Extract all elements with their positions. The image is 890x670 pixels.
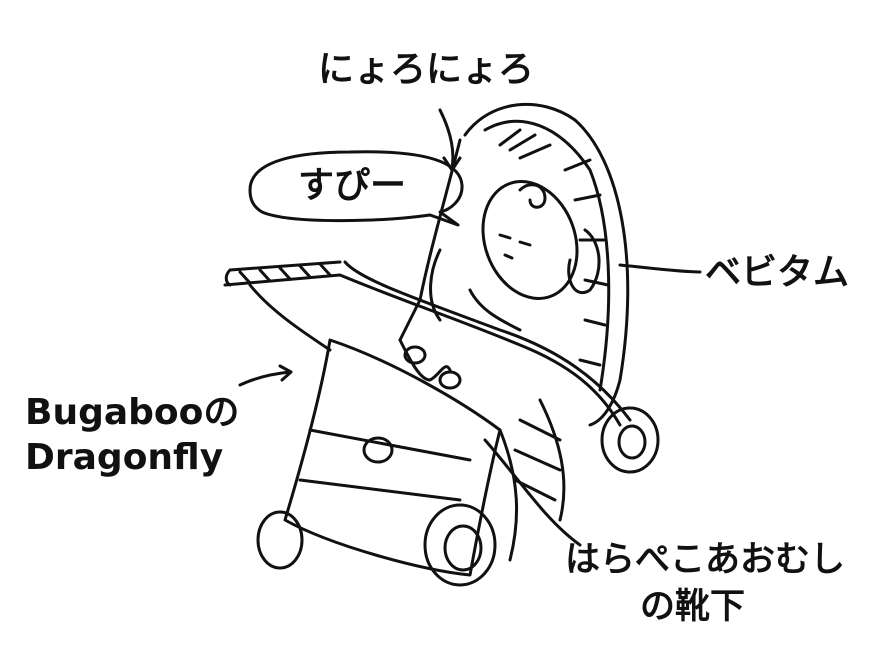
footmuff xyxy=(283,338,502,577)
label-toy: ベビタム xyxy=(705,252,850,293)
label-stroller-line2: Dragonfly xyxy=(25,437,224,478)
canopy xyxy=(463,102,630,427)
label-stroller-line1: Bugabooの xyxy=(25,392,240,433)
label-wriggle: にょろにょろ xyxy=(318,49,535,90)
wheel-front-left xyxy=(256,510,304,570)
arrow-toy xyxy=(618,263,702,274)
arrow-stroller xyxy=(238,364,293,387)
wheel-rear xyxy=(600,406,660,474)
bumper-bar xyxy=(223,260,632,427)
label-socks-line1: はらぺこあおむし xyxy=(565,540,846,580)
arrow-socks xyxy=(483,438,582,547)
toy-ring xyxy=(567,228,601,294)
wheel-front-right xyxy=(423,503,497,587)
label-sleep-sound: すぴー xyxy=(298,165,407,206)
speech-bubble xyxy=(248,150,464,227)
label-socks-line2: の靴下 xyxy=(640,587,746,627)
baby-head xyxy=(481,180,579,300)
